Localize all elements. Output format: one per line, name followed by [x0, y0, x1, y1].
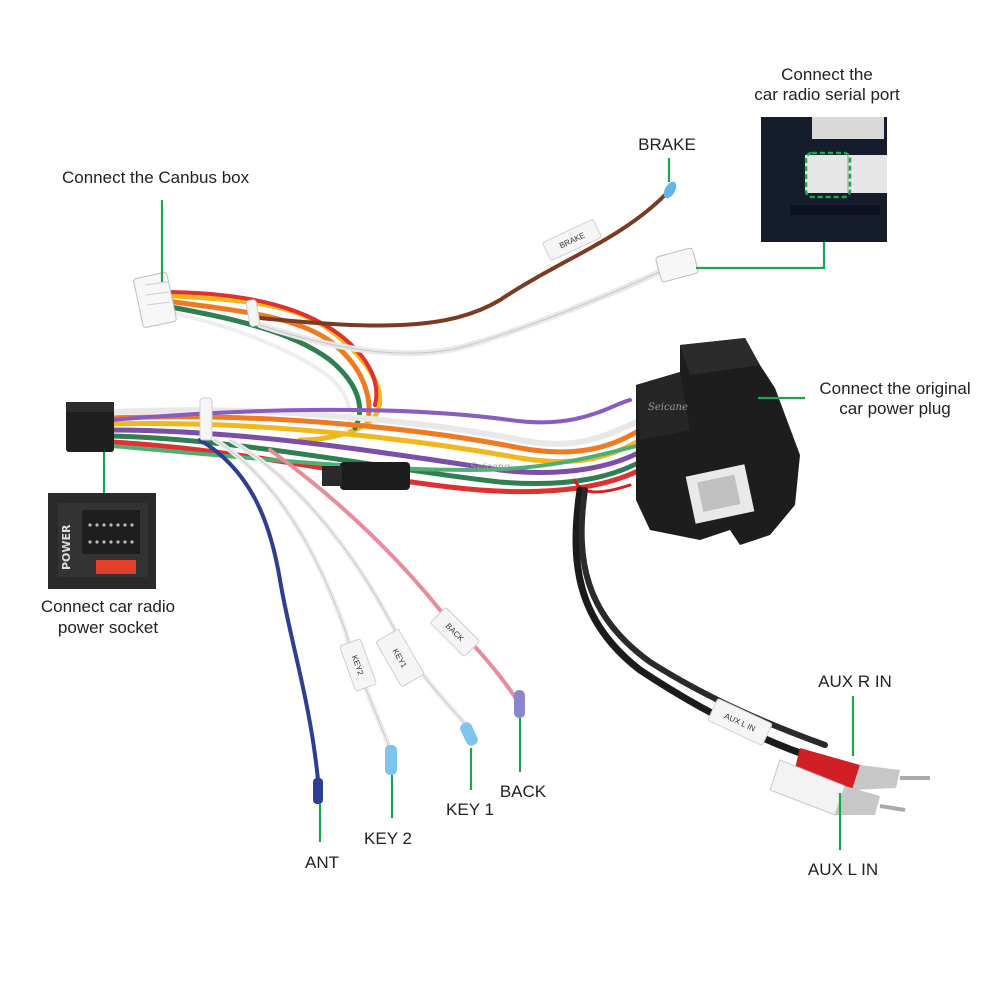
back-wire: [268, 448, 522, 707]
serial-port-inset: [761, 117, 887, 242]
back-wire-tag: BACK: [430, 607, 480, 657]
brake-label: BRAKE: [638, 135, 696, 154]
serial-label-line2: car radio serial port: [754, 85, 900, 104]
socket-label-line2: power socket: [58, 618, 158, 637]
leader-lines: [102, 158, 855, 850]
serial-wire: [257, 265, 671, 357]
aux-l-plug: [769, 759, 906, 816]
brake-wire: [258, 193, 667, 328]
key1-wire-tag: KEY1: [375, 629, 425, 687]
power-panel-text: POWER: [60, 524, 73, 570]
aux-r-label: AUX R IN: [818, 672, 892, 691]
serial-label-line1: Connect the: [781, 65, 873, 84]
key1-tip: [460, 722, 478, 746]
serial-connector: [655, 247, 699, 283]
back-label: BACK: [500, 782, 547, 801]
key1-label: KEY 1: [446, 800, 494, 819]
key2-tip: [385, 745, 397, 775]
aux-l-wire-tag: AUX L IN: [707, 698, 773, 746]
original-power-plug: [636, 338, 800, 545]
watermark: Seicane: [648, 402, 688, 413]
ant-tip: [313, 778, 323, 804]
brake-wire-tag: BRAKE: [542, 219, 602, 261]
original-plug-label-line2: car power plug: [839, 399, 951, 418]
aux-r-plug: [794, 748, 930, 790]
original-plug-label-line1: Connect the original: [819, 379, 970, 398]
key2-label: KEY 2: [364, 829, 412, 848]
iso-connector: [66, 402, 114, 452]
wire-bundle: [109, 193, 828, 782]
back-tip: [514, 690, 525, 718]
socket-label-line1: Connect car radio: [41, 597, 175, 616]
canbus-connector: [133, 272, 177, 328]
ant-label: ANT: [305, 853, 339, 872]
brake-tip: [663, 181, 677, 199]
canbus-label: Connect the Canbus box: [62, 168, 250, 187]
power-socket-inset: POWER: [48, 493, 156, 589]
watermark: Seicane: [470, 462, 510, 473]
ant-wire: [198, 438, 320, 782]
aux-l-label: AUX L IN: [808, 860, 878, 879]
key2-wire-tag: KEY2: [339, 638, 377, 692]
